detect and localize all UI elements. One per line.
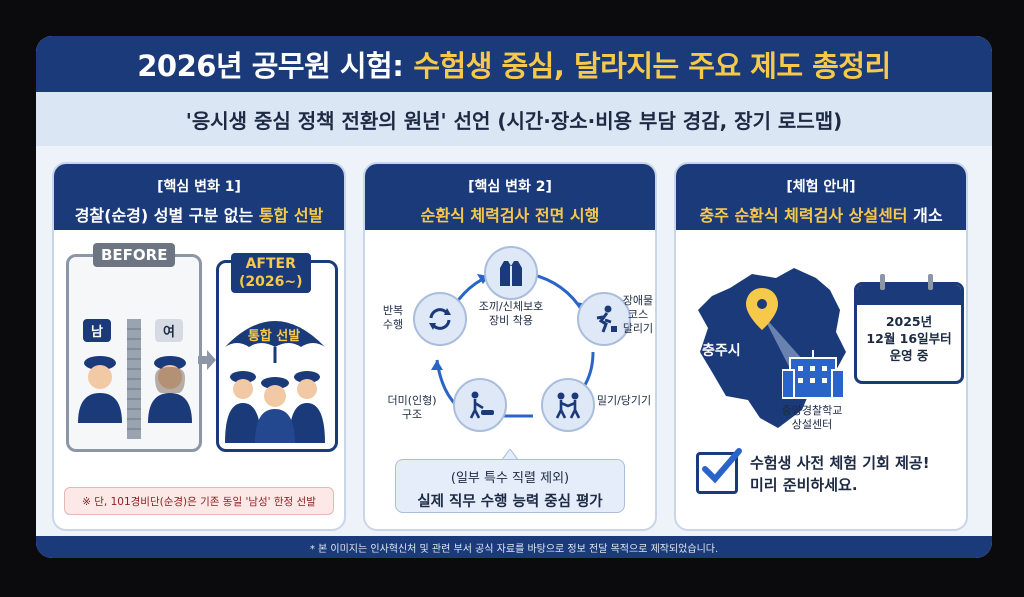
male-officer-icon [78, 356, 122, 423]
panel2-head-line2: 순환식 체력검사 전면 시행 [420, 206, 600, 225]
before-label: BEFORE [93, 243, 176, 267]
infographic-card: 2026년 공무원 시험: 수험생 중심, 달라지는 주요 제도 총정리 '응시… [36, 36, 992, 558]
after-label-line1: AFTER [245, 256, 296, 272]
panel3-head-post: 개소 [913, 206, 943, 225]
panel2-header: [핵심 변화 2] 순환식 체력검사 전면 시행 [365, 164, 655, 230]
after-label-line2: (2026~) [239, 274, 303, 290]
title-bar: 2026년 공무원 시험: 수험생 중심, 달라지는 주요 제도 총정리 [36, 36, 992, 92]
female-badge: 여 [155, 319, 183, 342]
officer-group-icon [225, 371, 325, 443]
title-main: 2026년 공무원 시험: [137, 49, 404, 83]
umbrella-label: 통합 선발 [247, 329, 301, 344]
push-pull-icon [541, 378, 595, 432]
male-badge: 남 [83, 319, 111, 342]
title-highlight: 수험생 중심, 달라지는 주요 제도 총정리 [413, 49, 891, 83]
map-city-label: 충주시 [702, 343, 741, 359]
gender-divider-wall-icon [127, 319, 141, 439]
check-row: 수험생 사전 체험 기회 제공! 미리 준비하세요. [696, 448, 930, 496]
calendar-text: 2025년 12월 16일부터 운영 중 [857, 313, 961, 364]
callout-line2: 실제 직무 수행 능력 중심 평가 [417, 494, 603, 510]
calendar-line3: 운영 중 [889, 348, 929, 363]
dummy-rescue-icon [453, 378, 507, 432]
calendar-icon: 2025년 12월 16일부터 운영 중 [854, 282, 964, 384]
arrow-right-icon [198, 350, 216, 370]
female-officer-icon [148, 356, 192, 423]
step-rescue-label: 더미(인형) 구조 [387, 394, 437, 421]
after-box: AFTER (2026~) 통합 선발 [216, 253, 338, 452]
panel1-head-pre: 경찰(순경) 성별 구분 없는 [74, 206, 254, 225]
check-line1: 수험생 사전 체험 기회 제공! [750, 454, 930, 472]
step-obstacle-label: 장애물 코스 달리기 [622, 294, 654, 335]
check-line2: 미리 준비하세요. [750, 476, 858, 494]
vest-icon [484, 246, 538, 300]
panel3-head-line1: [체험 안내] [786, 179, 856, 195]
panel1-head-hl: 통합 선발 [258, 206, 324, 225]
before-box: BEFORE 남 여 [66, 243, 202, 452]
panel-circuit-fitness-test: [핵심 변화 2] 순환식 체력검사 전면 시행 조끼/신체보호 장비 착용 [363, 162, 657, 531]
panel1-head-line1: [핵심 변화 1] [157, 179, 241, 195]
subtitle: '응시생 중심 정책 전환의 원년' 선언 (시간·장소·비용 부담 경감, 장… [36, 92, 992, 146]
callout-line1: (일부 특수 직렬 제외) [450, 471, 570, 486]
step-push-label: 밀기/당기기 [596, 394, 652, 407]
panel3-header: [체험 안내] 충주 순환식 체력검사 상설센터 개소 [676, 164, 966, 230]
callout-box: (일부 특수 직렬 제외) 실제 직무 수행 능력 중심 평가 [395, 459, 625, 513]
check-text: 수험생 사전 체험 기회 제공! 미리 준비하세요. [750, 452, 930, 496]
panel-experience-center: [체험 안내] 충주 순환식 체력검사 상설센터 개소 충주시 중앙경찰학교 상… [674, 162, 968, 531]
panel1-header: [핵심 변화 1] 경찰(순경) 성별 구분 없는 통합 선발 [54, 164, 344, 230]
panel1-head-line2: 경찰(순경) 성별 구분 없는 통합 선발 [54, 202, 344, 226]
panel3-head-line2: 충주 순환식 체력검사 상설센터 개소 [676, 202, 966, 226]
after-label: AFTER (2026~) [231, 253, 311, 293]
exception-note: ※ 단, 101경비단(순경)은 기존 동일 '남성' 한정 선발 [64, 487, 334, 515]
checkbox-icon [696, 448, 742, 494]
obstacle-run-icon [577, 292, 631, 346]
panel3-head-hl: 충주 순환식 체력검사 상설센터 [699, 206, 908, 225]
umbrella-icon [225, 321, 325, 363]
calendar-line1: 2025년 [885, 314, 933, 329]
repeat-icon [413, 292, 467, 346]
step-repeat-label: 반복 수행 [382, 304, 404, 331]
panel2-head-line1: [핵심 변화 2] [468, 179, 552, 195]
building-label: 중앙경찰학교 상설센터 [781, 404, 843, 431]
footer-disclaimer: * 본 이미지는 인사혁신처 및 관련 부서 공식 자료를 바탕으로 정보 전달… [36, 536, 992, 558]
building-icon [782, 350, 844, 399]
callout-pointer [501, 449, 519, 461]
panel-police-integration: [핵심 변화 1] 경찰(순경) 성별 구분 없는 통합 선발 BEFORE 남… [52, 162, 346, 531]
calendar-line2: 12월 16일부터 [866, 331, 952, 346]
step-vest-label: 조끼/신체보호 장비 착용 [478, 300, 544, 327]
calendar-rings-icon [880, 274, 933, 290]
